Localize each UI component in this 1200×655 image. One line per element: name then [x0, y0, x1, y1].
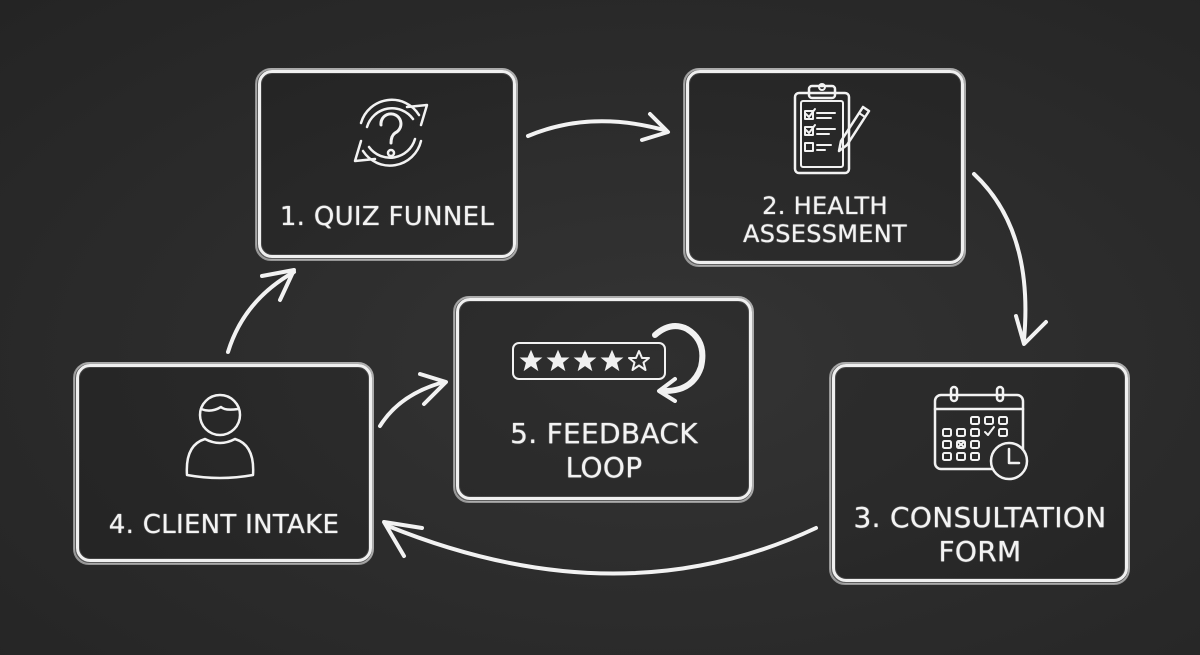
step-label-line2: FORM [938, 535, 1022, 568]
star-filled-icon [573, 349, 597, 372]
star-rating-loop-icon [512, 323, 706, 403]
step-consultation-form: 3. CONSULTATION FORM [829, 362, 1130, 585]
step-label-line1: 3. CONSULTATION [853, 501, 1107, 534]
star-empty-icon [628, 350, 650, 371]
arrow-left-curved-icon [382, 520, 818, 576]
step-client-intake: 4. CLIENT INTAKE [73, 362, 374, 565]
step-label-line1: 5. FEEDBACK [510, 417, 698, 450]
step-label-line1: 2. HEALTH [762, 192, 888, 220]
arrow-down-icon [972, 172, 1048, 346]
step-quiz-funnel: 1. QUIZ FUNNEL [255, 68, 518, 261]
step-label-line2: LOOP [565, 451, 643, 484]
step-label-line2: ASSESSMENT [742, 220, 907, 248]
star-filled-icon [519, 349, 543, 372]
step-label: 1. QUIZ FUNNEL [279, 202, 495, 232]
arrow-up-icon [226, 268, 296, 354]
star-filled-icon [546, 349, 570, 372]
question-refresh-icon [353, 98, 429, 167]
clipboard-checklist-icon [793, 83, 871, 175]
user-icon [185, 393, 255, 480]
star-filled-icon [600, 349, 624, 372]
step-feedback-loop: 5. FEEDBACK LOOP [453, 296, 754, 503]
arrow-up-right-icon [378, 372, 448, 428]
step-health-assessment: 2. HEALTH ASSESSMENT [683, 68, 966, 267]
calendar-clock-icon [933, 385, 1029, 481]
step-label: 4. CLIENT INTAKE [108, 510, 340, 540]
arrow-right-icon [526, 112, 670, 142]
